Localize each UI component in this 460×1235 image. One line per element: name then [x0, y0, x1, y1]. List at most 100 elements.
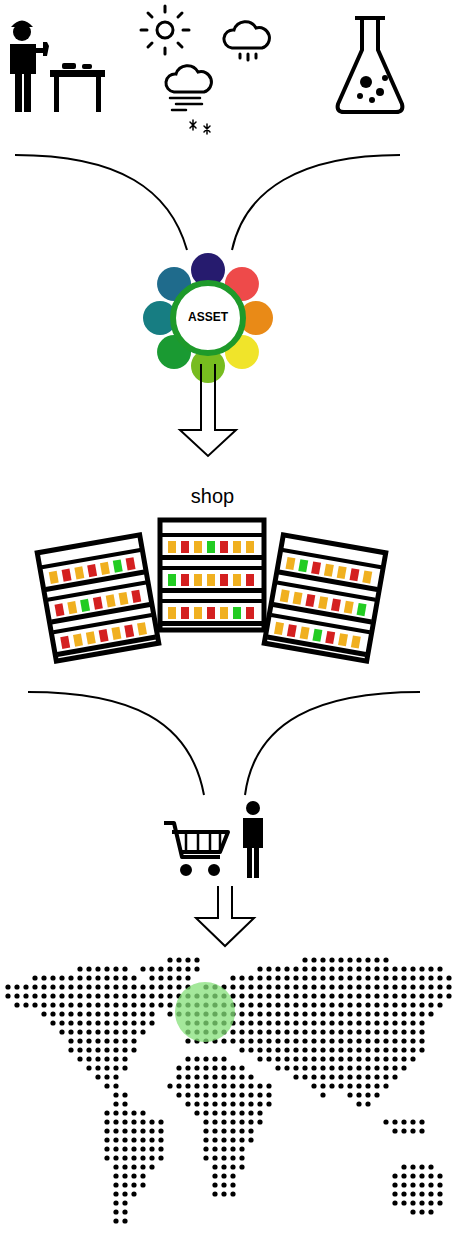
map-dot — [158, 1002, 163, 1007]
product — [113, 559, 123, 572]
map-dot — [230, 1155, 235, 1160]
map-dot — [221, 1101, 226, 1106]
map-dot — [419, 1047, 424, 1052]
map-dot — [104, 1137, 109, 1142]
map-dot — [113, 1191, 118, 1196]
map-dot — [374, 1029, 379, 1034]
map-dot — [230, 1029, 235, 1034]
person-icon — [243, 801, 263, 878]
map-dot — [302, 1065, 307, 1070]
map-dot — [401, 1173, 406, 1178]
map-dot — [50, 993, 55, 998]
map-dot — [338, 1038, 343, 1043]
map-dot — [68, 1047, 73, 1052]
product — [73, 634, 83, 647]
map-dot — [185, 1083, 190, 1088]
map-dot — [95, 1029, 100, 1034]
map-dot — [401, 966, 406, 971]
map-dot — [437, 966, 442, 971]
map-dot — [113, 1209, 118, 1214]
map-dot — [329, 1011, 334, 1016]
map-dot — [212, 1065, 217, 1070]
map-dot — [149, 1146, 154, 1151]
map-dot — [266, 966, 271, 971]
map-dot — [158, 1146, 163, 1151]
map-dot — [275, 975, 280, 980]
map-dot — [428, 1002, 433, 1007]
map-dot — [419, 984, 424, 989]
map-dot — [95, 1056, 100, 1061]
map-dot — [239, 1002, 244, 1007]
map-dot — [347, 957, 352, 962]
map-dot — [428, 1011, 433, 1016]
map-dot — [140, 1020, 145, 1025]
map-dot — [176, 1092, 181, 1097]
map-dot — [194, 1056, 199, 1061]
map-dot — [266, 1047, 271, 1052]
map-dot — [59, 1011, 64, 1016]
map-dot — [356, 975, 361, 980]
map-dot — [122, 1146, 127, 1151]
map-dot — [95, 1011, 100, 1016]
map-dot — [428, 993, 433, 998]
map-dot — [347, 984, 352, 989]
map-dot — [131, 1155, 136, 1160]
map-dot — [131, 1191, 136, 1196]
map-dot — [104, 1110, 109, 1115]
map-dot — [356, 1038, 361, 1043]
map-dot — [95, 993, 100, 998]
map-dot — [428, 1200, 433, 1205]
map-dot — [122, 1020, 127, 1025]
map-dot — [365, 984, 370, 989]
map-dot — [86, 966, 91, 971]
map-dot — [221, 1146, 226, 1151]
map-dot — [446, 984, 451, 989]
map-dot — [410, 1200, 415, 1205]
map-dot — [149, 1011, 154, 1016]
map-dot — [167, 1083, 172, 1088]
map-dot — [59, 1020, 64, 1025]
map-dot — [239, 1146, 244, 1151]
map-dot — [95, 1074, 100, 1079]
map-dot — [59, 975, 64, 980]
shelf-board — [162, 588, 262, 593]
map-dot — [293, 1065, 298, 1070]
map-dot — [149, 1155, 154, 1160]
map-dot — [140, 1155, 145, 1160]
map-dot — [257, 966, 262, 971]
map-dot — [167, 957, 172, 962]
product — [168, 541, 176, 553]
map-dot — [122, 993, 127, 998]
map-dot — [122, 1002, 127, 1007]
map-dot — [428, 966, 433, 971]
map-dot — [131, 993, 136, 998]
map-dot — [293, 1020, 298, 1025]
map-dot — [77, 993, 82, 998]
map-dot — [284, 1020, 289, 1025]
map-dot — [104, 966, 109, 971]
product — [99, 629, 109, 642]
map-dot — [95, 975, 100, 980]
map-dot — [140, 1182, 145, 1187]
map-dot — [257, 1020, 262, 1025]
map-dot — [365, 1011, 370, 1016]
map-dot — [356, 1029, 361, 1034]
map-dot — [140, 1119, 145, 1124]
map-dot — [221, 1182, 226, 1187]
map-dot — [293, 1047, 298, 1052]
world-map — [5, 957, 451, 1223]
map-dot — [176, 984, 181, 989]
flow-arrow — [180, 364, 236, 456]
map-dot — [212, 1056, 217, 1061]
map-dot — [320, 966, 325, 971]
map-dot — [86, 984, 91, 989]
map-dot — [446, 975, 451, 980]
map-dot — [302, 1074, 307, 1079]
map-dot — [32, 975, 37, 980]
map-dot — [230, 1038, 235, 1043]
map-dot — [50, 1020, 55, 1025]
product — [233, 607, 241, 619]
map-dot — [77, 984, 82, 989]
product — [312, 629, 322, 642]
map-dot — [122, 1101, 127, 1106]
